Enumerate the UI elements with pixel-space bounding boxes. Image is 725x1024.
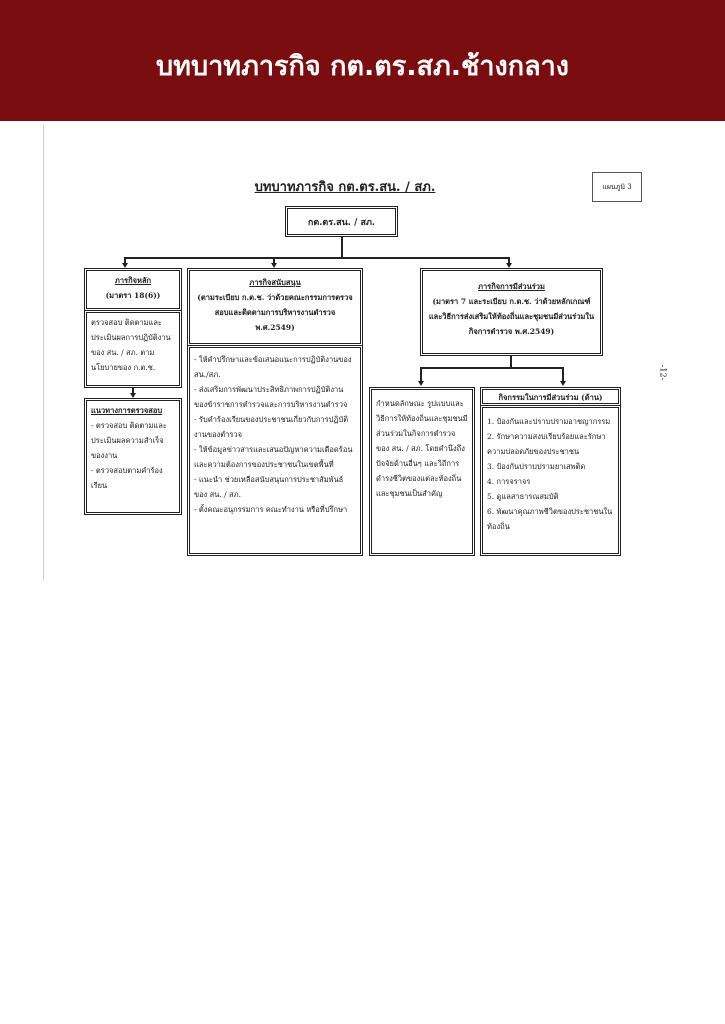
page-title: บทบาทภารกิจ กต.ตร.สภ.ช้างกลาง (156, 51, 569, 82)
main-mission-sub: (มาตรา 18(6)) (105, 291, 161, 300)
connector (562, 367, 564, 382)
inspection-guide-box: แนวทางการตรวจสอบ - ตรวจสอบ ติดตามและประเ… (84, 398, 182, 515)
support-mission-heading-box: ภารกิจสนับสนุน (ตามระเบียบ ก.ต.ช. ว่าด้ว… (187, 268, 363, 346)
connector (124, 257, 126, 264)
top-box: กต.ตร.สน. / สภ. (285, 206, 398, 237)
arrow-icon (418, 381, 424, 386)
participation-mission-box: ภารกิจการมีส่วนร่วม (มาตรา 7 และระเบียบ … (420, 268, 603, 356)
inspection-guide-heading: แนวทางการตรวจสอบ (91, 406, 163, 415)
arrow-icon (130, 393, 136, 398)
activity-item: 3. ป้องกันปราบปรามยาเสพติด (487, 462, 586, 471)
page-number: -12- (658, 364, 668, 381)
connector (132, 388, 134, 394)
activities-heading: กิจกรรมในการมีส่วนร่วม (ด้าน) (480, 387, 621, 406)
guide-line: - ตรวจสอบ ติดตามและประเมินผลความสำเร็จขอ… (91, 421, 167, 460)
main-mission-heading-box: ภารกิจหลัก (มาตรา 18(6)) (84, 268, 182, 311)
activity-item: 5. ดูแลสาธารณสมบัติ (487, 492, 559, 501)
connector (508, 257, 510, 264)
arrow-icon (122, 263, 128, 268)
connector (510, 355, 512, 368)
main-mission-body: ตรวจสอบ ติดตามและประเมินผลการปฏิบัติงานข… (84, 310, 182, 388)
support-line: - รับคำร้องเรียนของประชาชนเกี่ยวกับการปฏ… (194, 415, 349, 439)
participation-heading: ภารกิจการมีส่วนร่วม (478, 282, 545, 291)
connector (420, 367, 422, 382)
arrow-icon (271, 263, 277, 268)
chart-number: แผนภูมิ 3 (592, 172, 642, 202)
activity-item: 4. การจราจร (487, 477, 531, 486)
criteria-box: กำหนดลักษณะ รูปแบบและวิธีการให้ท้องถิ่นแ… (369, 387, 475, 556)
support-mission-body: - ให้คำปรึกษาและข้อเสนอแนะการปฏิบัติงานข… (187, 345, 363, 556)
support-line: - ตั้งคณะอนุกรรมการ คณะทำงาน หรือที่ปรึก… (194, 505, 348, 514)
support-line: - ส่งเสริมการพัฒนาประสิทธิภาพการปฏิบัติง… (194, 385, 348, 409)
connector (273, 257, 275, 264)
document-title: บทบาทภารกิจ กต.ตร.สน. / สภ. (254, 180, 436, 195)
participation-sub: (มาตรา 7 และระเบียบ ก.ต.ช. ว่าด้วยหลักเก… (428, 297, 595, 336)
support-line: - แนะนำ ช่วยเหลือสนับสนุนการประชาสัมพันธ… (194, 475, 344, 499)
activity-item: 6. พัฒนาคุณภาพชีวิตของประชาชนในท้องถิ่น (487, 507, 613, 531)
activity-item: 2. รักษาความสงบเรียบร้อยและรักษาความปลอด… (487, 432, 606, 456)
page-edge (43, 125, 44, 580)
connector (341, 237, 343, 258)
support-line: - ให้ข้อมูลข่าวสารและเสนอปัญหาความเดือดร… (194, 445, 353, 469)
support-mission-sub: (ตามระเบียบ ก.ต.ช. ว่าด้วยคณะกรรมการตรวจ… (197, 293, 353, 332)
arrow-icon (560, 381, 566, 386)
support-line: - ให้คำปรึกษาและข้อเสนอแนะการปฏิบัติงานข… (194, 355, 352, 379)
connector (124, 257, 510, 259)
guide-line: - ตรวจสอบตามคำร้องเรียน (91, 466, 163, 490)
main-mission-heading: ภารกิจหลัก (114, 276, 152, 285)
connector (420, 367, 564, 369)
support-mission-heading: ภารกิจสนับสนุน (249, 278, 301, 287)
activities-body: 1. ป้องกันและปราบปรามอาชญากรรม 2. รักษาค… (480, 405, 621, 556)
arrow-icon (506, 263, 512, 268)
activity-item: 1. ป้องกันและปราบปรามอาชญากรรม (487, 417, 611, 426)
header-banner: บทบาทภารกิจ กต.ตร.สภ.ช้างกลาง (0, 0, 725, 121)
